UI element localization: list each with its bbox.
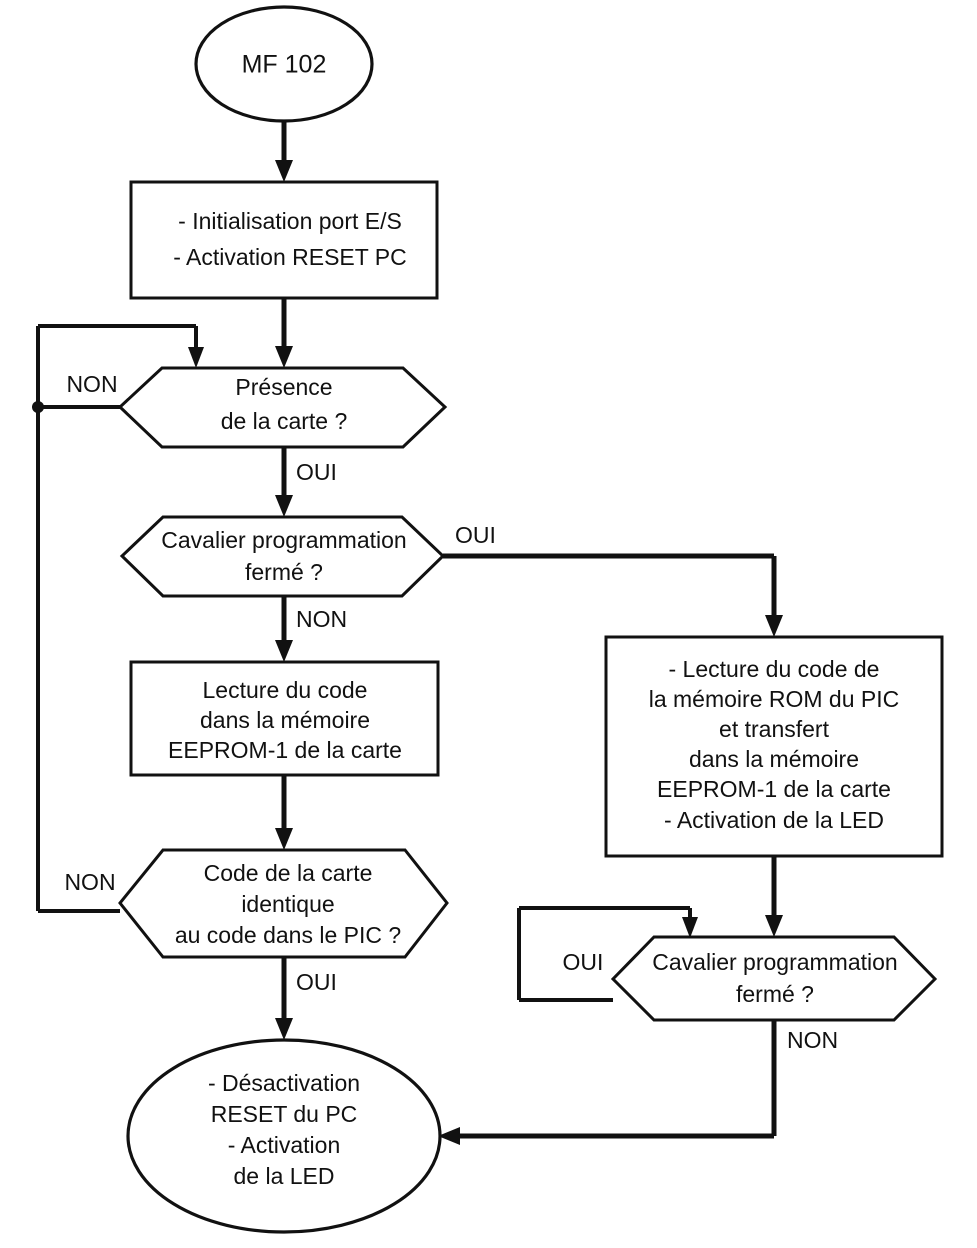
presence-hexagon-shape (117, 366, 448, 449)
edge-label-code-non: NON (64, 869, 115, 895)
edge-code-oui-to-end (275, 957, 293, 1040)
lecture-eeprom-label-line-1: Lecture du code (203, 677, 368, 703)
cavalier-top-label-line-2: fermé ? (245, 559, 323, 585)
lecture-rom-box-shape (604, 635, 944, 858)
code-identique-label-line-2: identique (241, 891, 334, 917)
edge-label-cavalier-top-non: NON (296, 606, 347, 632)
node-lecture-eeprom[interactable]: Lecture du code dans la mémoire EEPROM-1… (129, 660, 440, 777)
cavalier-top-label-line-1: Cavalier programmation (161, 527, 406, 553)
code-identique-label-line-1: Code de la carte (204, 860, 373, 886)
node-start[interactable]: MF 102 (194, 5, 374, 123)
node-presence[interactable]: Présence de la carte ? (117, 366, 448, 449)
edge-label-code-oui: OUI (296, 969, 337, 995)
node-cavalier-bottom[interactable]: Cavalier programmation fermé ? (610, 935, 938, 1022)
presence-label-line-1: Présence (235, 374, 332, 400)
end-label-line-4: de la LED (233, 1163, 334, 1189)
lecture-rom-label-line-6: - Activation de la LED (664, 807, 884, 833)
edge-label-presence-non: NON (66, 371, 117, 397)
node-init[interactable]: - Initialisation port E/S - Activation R… (129, 180, 439, 300)
lecture-rom-label-line-5: EEPROM-1 de la carte (657, 776, 891, 802)
edge-presence-to-cavalier-top (275, 447, 293, 517)
start-ellipse-shape (194, 5, 374, 123)
node-end[interactable]: - Désactivation RESET du PC - Activation… (126, 1038, 442, 1234)
cavalier-bottom-label-line-1: Cavalier programmation (652, 949, 897, 975)
edge-cavalier-top-oui-to-lecture-rom (443, 553, 783, 637)
edge-cavalier-bottom-oui-loop (517, 906, 698, 1002)
node-lecture-rom[interactable]: - Lecture du code de la mémoire ROM du P… (604, 635, 944, 858)
code-identique-hexagon-shape (118, 848, 449, 959)
edge-lecture-rom-to-cavalier-bottom (765, 856, 783, 937)
edge-lecture-eeprom-to-code (275, 775, 293, 850)
cavalier-bottom-hexagon-shape (610, 935, 938, 1022)
init-label-line-1: - Initialisation port E/S (178, 208, 402, 234)
edge-cavalier-bottom-non-to-end (438, 1020, 777, 1145)
edge-init-to-presence (275, 298, 293, 368)
node-code-identique[interactable]: Code de la carte identique au code dans … (118, 848, 449, 959)
edge-label-presence-oui: OUI (296, 459, 337, 485)
cavalier-top-hexagon-shape (119, 515, 446, 598)
cavalier-bottom-label-line-2: fermé ? (736, 981, 814, 1007)
lecture-rom-label-line-3: et transfert (719, 716, 830, 742)
lecture-eeprom-box-shape (129, 660, 440, 777)
code-identique-label-line-3: au code dans le PIC ? (175, 922, 401, 948)
end-label-line-3: - Activation (228, 1132, 341, 1158)
edge-label-cavalier-top-oui: OUI (455, 522, 496, 548)
edge-cavalier-top-non-to-lecture-eeprom (275, 596, 293, 662)
init-label-line-2: - Activation RESET PC (173, 244, 407, 270)
edge-label-cavalier-bottom-non: NON (787, 1027, 838, 1053)
lecture-rom-label-line-4: dans la mémoire (689, 746, 859, 772)
init-box-shape (129, 180, 439, 300)
end-label-line-2: RESET du PC (211, 1101, 358, 1127)
presence-label-line-2: de la carte ? (221, 408, 348, 434)
start-label-line-1: MF 102 (242, 51, 327, 79)
lecture-eeprom-label-line-3: EEPROM-1 de la carte (168, 737, 402, 763)
edge-label-cavalier-bottom-oui: OUI (563, 949, 604, 975)
lecture-rom-label-line-1: - Lecture du code de (669, 656, 880, 682)
end-label-line-1: - Désactivation (208, 1070, 360, 1096)
lecture-eeprom-label-line-2: dans la mémoire (200, 707, 370, 733)
node-cavalier-top[interactable]: Cavalier programmation fermé ? (119, 515, 446, 598)
lecture-rom-label-line-2: la mémoire ROM du PIC (649, 686, 900, 712)
end-ellipse-shape (126, 1038, 442, 1234)
edge-non-return-rail (32, 324, 204, 913)
